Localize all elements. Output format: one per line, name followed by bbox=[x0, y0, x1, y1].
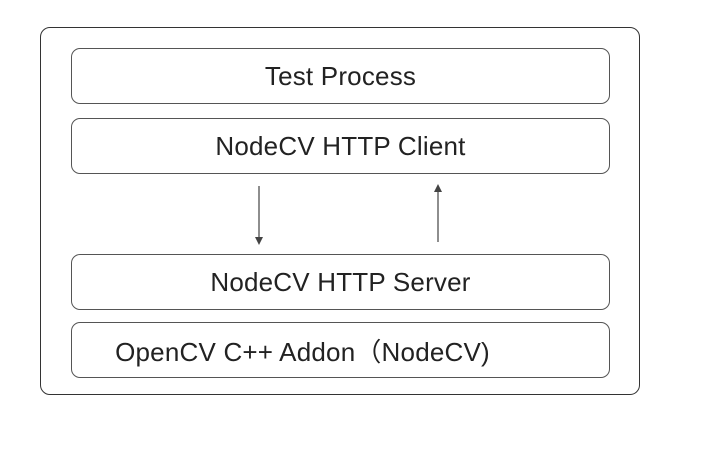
layer-opencv-addon: OpenCV C++ Addon（NodeCV) bbox=[71, 322, 610, 378]
layer-test-process: Test Process bbox=[71, 48, 610, 104]
layer-test-process-label: Test Process bbox=[264, 60, 417, 91]
layer-nodecv-http-client: NodeCV HTTP Client bbox=[71, 118, 610, 174]
layer-nodecv-http-client-label: NodeCV HTTP Client bbox=[215, 130, 466, 161]
layer-nodecv-http-server-label: NodeCV HTTP Server bbox=[210, 266, 471, 297]
layer-nodecv-http-server: NodeCV HTTP Server bbox=[71, 254, 610, 310]
outer-frame bbox=[40, 27, 640, 395]
layer-opencv-addon-label: OpenCV C++ Addon（NodeCV) bbox=[115, 336, 490, 367]
